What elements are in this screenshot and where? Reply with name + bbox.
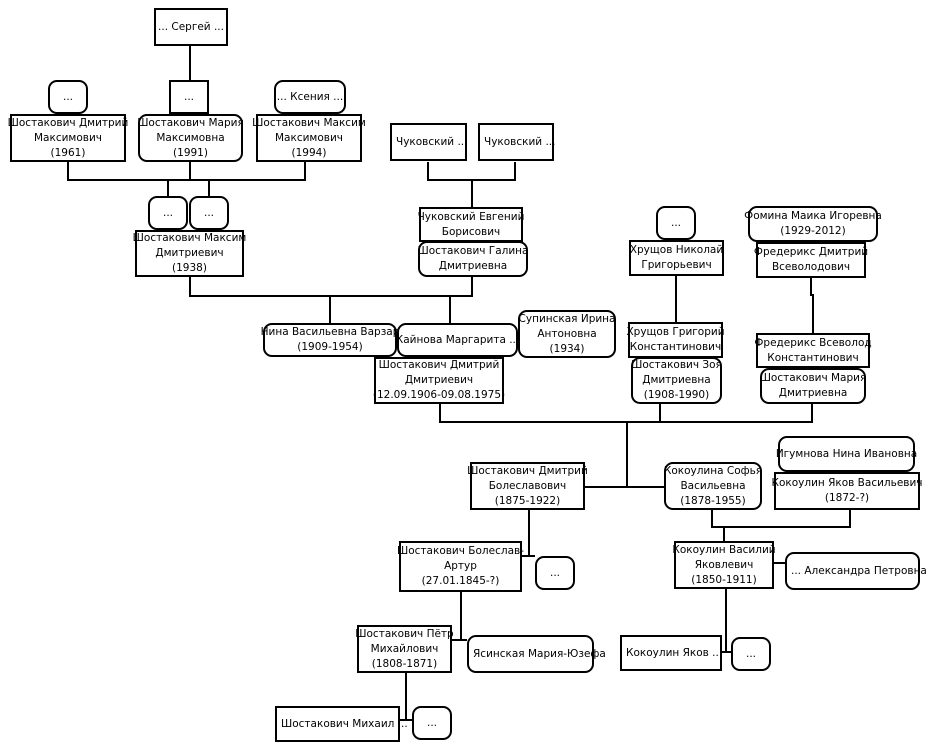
node-ellipsis-mikhail-spouse[interactable]: ... xyxy=(412,706,452,740)
link-chukovsky-evgeniy xyxy=(427,162,516,207)
node-ellipsis-dmitriy-1961-parent[interactable]: ... xyxy=(48,80,88,114)
link-children-maksim xyxy=(67,162,306,196)
node-aleksandra[interactable]: ... Александра Петровна xyxy=(785,552,927,590)
node-chukovsky-2[interactable]: Чуковский ... xyxy=(478,123,555,161)
node-yasinskaya[interactable]: Ясинская Мария-Юзефа xyxy=(467,635,606,673)
node-mikhail[interactable]: Шостакович Михаил ... xyxy=(275,706,408,742)
node-chukovsky-1[interactable]: Чуковский ... xyxy=(390,123,467,161)
node-ellipsis-father-1[interactable]: ... xyxy=(148,196,188,230)
node-ellipsis-father-2[interactable]: ... xyxy=(189,196,229,230)
node-boleslav-artur[interactable]: Шостакович Болеслав-Артур(27.01.1845-?) xyxy=(397,541,524,592)
node-sergey[interactable]: ... Сергей ... xyxy=(154,8,228,46)
link-dmitriyb-boleslav xyxy=(522,510,535,557)
node-nina-varzar[interactable]: Нина Васильевна Варзар(1909-1954) xyxy=(261,323,399,357)
link-boleslav-petr xyxy=(452,592,467,641)
link-gen2-dmitriy xyxy=(189,277,473,323)
node-kseniya[interactable]: ... Ксения ... xyxy=(274,80,346,114)
node-ellipsis-yakov-spouse[interactable]: ... xyxy=(731,637,771,671)
link-kokoulin-yakov xyxy=(711,510,851,541)
link-frederiks xyxy=(810,278,814,333)
node-yakov[interactable]: Кокоулин Яков ... xyxy=(620,635,722,671)
link-petr-mikhail xyxy=(400,673,412,721)
node-yakov-vasilevich[interactable]: Кокоулин Яков Васильевич(1872-?) xyxy=(772,472,923,510)
link-gen3 xyxy=(439,404,813,488)
node-ellipsis-khrushchev[interactable]: ... xyxy=(656,206,696,240)
node-fomina[interactable]: Фомина Маика Игоревна(1929-2012) xyxy=(744,206,882,242)
node-igumnova[interactable]: Игумнова Нина Ивановна xyxy=(776,436,917,472)
node-ellipsis-maria-parent[interactable]: ... xyxy=(169,80,209,114)
node-ellipsis-boleslav-spouse[interactable]: ... xyxy=(535,556,575,590)
node-kainova[interactable]: Кайнова Маргарита ... xyxy=(396,323,519,357)
link-vasiliy-yakov xyxy=(722,589,731,653)
